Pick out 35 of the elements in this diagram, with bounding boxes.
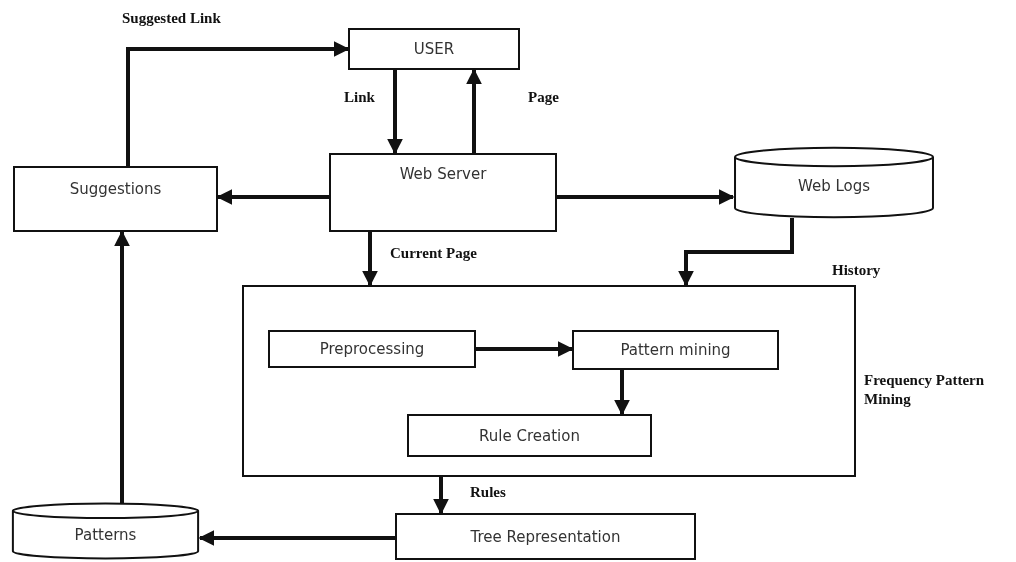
database-cylinder — [11, 503, 200, 559]
arrow — [362, 232, 378, 287]
arrow — [387, 70, 403, 155]
group-heading: Frequency Pattern Mining — [864, 371, 986, 409]
process-box — [407, 414, 652, 457]
process-box — [348, 28, 520, 70]
node-label: Tree Representation — [470, 527, 621, 546]
node-label: USER — [413, 40, 455, 58]
arrow — [198, 530, 395, 546]
arrow — [614, 370, 630, 416]
arrow — [114, 230, 130, 503]
arrow — [557, 189, 735, 205]
edge-label: Current Page — [388, 245, 479, 262]
node-label: Web Server — [399, 165, 487, 183]
arrow — [433, 477, 449, 515]
process-box — [329, 153, 557, 232]
process-box — [395, 513, 696, 560]
edge-label: Page — [526, 89, 561, 106]
arrow — [126, 41, 350, 166]
edge-label: Suggested Link — [120, 10, 223, 27]
node-label: Patterns — [74, 526, 137, 544]
node-label: Suggestions — [69, 180, 162, 198]
process-box — [13, 166, 218, 232]
arrow — [466, 68, 482, 153]
node-label: Pattern mining — [620, 341, 731, 359]
node-label: Rule Creation — [479, 426, 580, 445]
process-box — [268, 330, 476, 368]
node-label: Web Logs — [797, 176, 871, 195]
edge-label: History — [830, 262, 883, 279]
node-label: Preprocessing — [319, 340, 425, 358]
arrow — [678, 218, 794, 287]
arrow — [476, 341, 574, 357]
database-cylinder — [733, 147, 935, 218]
process-box — [572, 330, 779, 370]
arrow — [216, 189, 329, 205]
